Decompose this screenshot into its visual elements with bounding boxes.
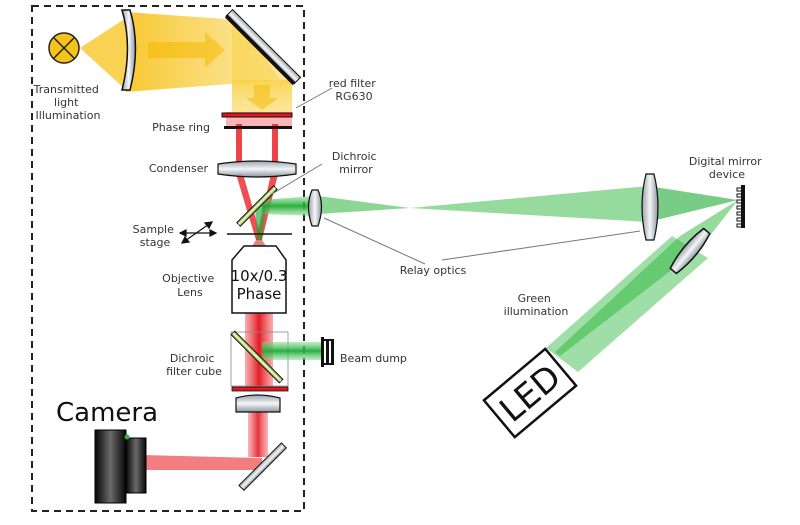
relay-lens-2	[641, 173, 659, 241]
phase-ring	[224, 126, 292, 129]
collector-lens	[120, 9, 137, 91]
led-box-icon: LED	[482, 347, 578, 439]
condenser-label: Condenser	[149, 162, 209, 175]
dichroic-filter-cube-label: Dichroic filter cube	[166, 352, 222, 378]
red-filter	[221, 112, 293, 118]
green-beam-input	[255, 196, 312, 240]
tube-lens	[235, 394, 281, 413]
relay-optics-label: Relay optics	[400, 264, 467, 277]
camera-label: Camera	[56, 398, 158, 428]
objective-type: Phase	[237, 285, 282, 303]
digital-mirror-device-label: Digital mirror device	[689, 155, 765, 181]
dichroic-mirror-label: Dichroic mirror	[332, 150, 380, 176]
microscope-frame	[31, 5, 305, 512]
led-collimating-lens	[669, 227, 711, 275]
fold-mirror-top	[224, 8, 302, 86]
dichroic-mirror	[236, 185, 278, 227]
lamp-cross-icon	[48, 32, 80, 64]
condenser-lens	[217, 160, 297, 178]
green-illumination-label: Green illumination	[504, 292, 569, 318]
camera-icon	[94, 429, 147, 504]
fold-mirror-bottom	[238, 442, 288, 492]
beam-dump	[321, 337, 334, 367]
objective-magnification: 10x/0.3	[231, 267, 288, 285]
red-filter-label: red filter RG630	[329, 77, 380, 103]
beam-dump-label: Beam dump	[340, 352, 407, 365]
green-relay-beam	[318, 186, 738, 372]
objective-lens: 10x/0.3 Phase	[231, 245, 288, 314]
relay-lens-1	[307, 189, 323, 227]
transmitted-light-label: Transmitted light Illumination	[33, 83, 103, 122]
sample-stage-label: Sample stage	[133, 223, 178, 249]
digital-mirror-device	[736, 185, 745, 228]
stage-arrows-icon	[178, 221, 218, 244]
dichroic-filter-cube	[230, 330, 322, 392]
phase-ring-label: Phase ring	[152, 121, 210, 134]
objective-lens-label: Objective Lens	[162, 272, 218, 299]
transmitted-light-beam	[80, 12, 292, 112]
